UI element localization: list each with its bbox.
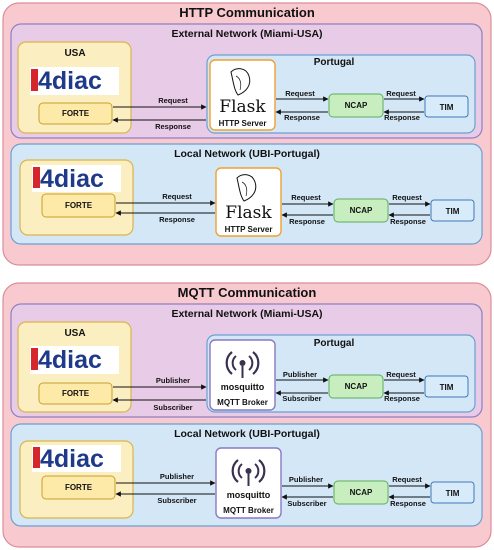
mqtt-ext-a1-bottom: Subscriber: [153, 403, 192, 412]
http-ncap-box: [328, 93, 384, 118]
mqtt-loc-a3-bottom: Response: [390, 499, 426, 508]
mqtt-loc-a2-bottom: Subscriber: [287, 499, 326, 508]
mosquitto-logo-icon: mosquitto: [209, 339, 276, 411]
http-ncap-label: NCAP: [345, 101, 368, 110]
http-local-ncap-box: [333, 198, 389, 223]
mqtt-ext-a2-bottom: Subscriber: [282, 394, 321, 403]
mqtt-ext-a3-bottom: Response: [384, 394, 420, 403]
mqtt-portugal-title: Portugal: [314, 338, 355, 349]
http-flask-text: Flask: [219, 97, 266, 117]
mqtt-loc-a1-bottom: Subscriber: [157, 496, 196, 505]
mqtt-forte-label: FORTE: [62, 389, 90, 398]
mqtt-section-title: MQTT Communication: [178, 285, 317, 300]
mqtt-tim-box: [424, 375, 469, 398]
mqtt-forte-box: [38, 382, 113, 405]
mosquitto-logo-icon: mosquitto: [215, 447, 282, 519]
flask-logo-icon: Flask: [215, 167, 282, 237]
mqtt-local-broker-label: MQTT Broker: [223, 506, 274, 515]
http-usa-title: USA: [64, 48, 85, 59]
mqtt-usa-title: USA: [64, 328, 85, 339]
http-ext-a2-bottom: Response: [284, 113, 320, 122]
http-local-flask-text: Flask: [225, 203, 272, 223]
diac-logo-icon: 4diac: [30, 346, 119, 374]
mqtt-local-network-title: Local Network (UBI-Portugal): [174, 428, 320, 440]
mqtt-loc-a3-top: Request: [392, 475, 422, 484]
mqtt-loc-a2-top: Publisher: [289, 475, 323, 484]
mqtt-local-ncap-box: [333, 480, 389, 505]
mqtt-broker-label: MQTT Broker: [217, 398, 268, 407]
diac-logo-icon: 4diac: [30, 67, 119, 95]
mqtt-local-tim-label: TIM: [446, 489, 460, 498]
http-ext-a3-bottom: Response: [384, 113, 420, 122]
http-ext-a3-top: Request: [386, 89, 416, 98]
mqtt-external-network-title: External Network (Miami-USA): [171, 308, 322, 320]
http-local-server-label: HTTP Server: [225, 225, 273, 234]
http-local-forte-box: [41, 193, 116, 218]
http-local-tim-box: [430, 199, 475, 222]
diac-logo-icon: 4diac: [32, 165, 121, 193]
http-ext-a1-top: Request: [158, 96, 188, 105]
http-forte-box: [38, 102, 113, 125]
diac-logo-text: 4diac: [40, 445, 104, 473]
mqtt-local-forte-box: [41, 475, 116, 500]
http-ext-a1-bottom: Response: [155, 122, 191, 131]
http-section-title: HTTP Communication: [179, 5, 315, 20]
mqtt-ncap-label: NCAP: [345, 382, 368, 391]
diac-logo-icon: 4diac: [32, 445, 121, 473]
mqtt-loc-a1-top: Publisher: [160, 472, 194, 481]
http-tim-label: TIM: [440, 103, 454, 112]
http-local-tim-label: TIM: [446, 207, 460, 216]
mqtt-tim-label: TIM: [440, 383, 454, 392]
http-loc-a3-bottom: Response: [390, 217, 426, 226]
http-forte-label: FORTE: [62, 109, 90, 118]
http-loc-a2-bottom: Response: [289, 217, 325, 226]
http-loc-a2-top: Request: [291, 193, 321, 202]
mqtt-ext-a3-top: Request: [386, 370, 416, 379]
http-tim-box: [424, 95, 469, 118]
http-loc-a1-top: Request: [162, 192, 192, 201]
mqtt-local-forte-label: FORTE: [65, 483, 93, 492]
diac-logo-text: 4diac: [40, 165, 104, 193]
http-loc-a1-bottom: Response: [159, 215, 195, 224]
http-local-ncap-label: NCAP: [350, 206, 373, 215]
http-external-network-title: External Network (Miami-USA): [171, 28, 322, 40]
mqtt-local-mosquitto-text: mosquitto: [227, 490, 271, 500]
mqtt-ext-a1-top: Publisher: [156, 376, 190, 385]
mqtt-ncap-box: [328, 374, 384, 399]
mqtt-mosquitto-text: mosquitto: [221, 382, 265, 392]
diac-logo-text: 4diac: [38, 67, 102, 95]
diac-logo-text: 4diac: [38, 346, 102, 374]
http-server-label: HTTP Server: [219, 119, 267, 128]
http-loc-a3-top: Request: [392, 193, 422, 202]
http-portugal-title: Portugal: [314, 57, 355, 68]
mqtt-local-tim-box: [430, 481, 475, 504]
flask-logo-icon: Flask: [209, 59, 276, 131]
http-local-forte-label: FORTE: [65, 201, 93, 210]
http-ext-a2-top: Request: [285, 89, 315, 98]
mqtt-local-ncap-label: NCAP: [350, 488, 373, 497]
http-local-network-title: Local Network (UBI-Portugal): [174, 148, 320, 160]
mqtt-ext-a2-top: Publisher: [283, 370, 317, 379]
